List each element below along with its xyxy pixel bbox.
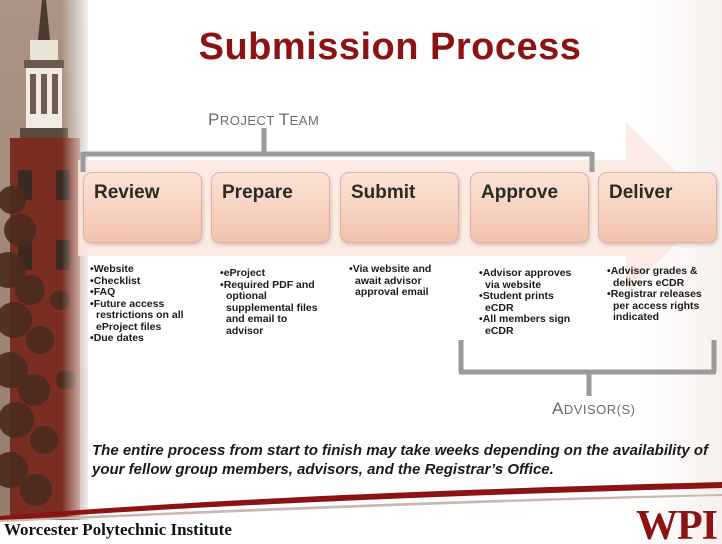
list-item: Registrar releases per access rights ind… [607, 288, 715, 324]
project-team-bracket [80, 128, 595, 172]
list-item: Website [90, 263, 202, 276]
deliver-bullets: Advisor grades & delivers eCDR Registrar… [607, 265, 715, 324]
review-bullets: Website Checklist FAQ Future access rest… [90, 263, 202, 345]
list-item: Advisor approves via website [479, 267, 579, 291]
list-item: All members sign eCDR [479, 313, 579, 337]
list-item: FAQ [90, 286, 202, 299]
team-label-t: T [278, 110, 290, 129]
campus-tower-photo [0, 0, 88, 520]
wpi-logo-text: WPI [636, 504, 718, 544]
list-item: Via website and await advisor approval e… [349, 263, 449, 299]
team-label-p: P [208, 110, 220, 129]
advisor-label-rest: dvisor(s) [563, 402, 636, 417]
advisor-bracket [458, 340, 717, 396]
team-label-roject: roject [219, 113, 279, 128]
list-item: Student prints eCDR [479, 290, 579, 314]
list-item: Checklist [90, 275, 202, 288]
wpi-logo: WPI [630, 504, 722, 544]
list-item: Due dates [90, 332, 202, 345]
advisor-label-a: A [552, 399, 564, 418]
list-item: Future access restrictions on all eProje… [90, 298, 202, 334]
team-label-eam: eam [289, 113, 320, 128]
prepare-bullets: eProject Required PDF and optional suppl… [220, 267, 320, 338]
step-approve-label: Approve [481, 182, 559, 203]
submit-bullets: Via website and await advisor approval e… [349, 263, 449, 299]
slide-title: Submission Process [198, 26, 582, 68]
project-team-label: Project Team [208, 110, 319, 130]
step-review: Review [83, 172, 202, 243]
step-review-label: Review [94, 182, 160, 203]
step-approve: Approve [470, 172, 589, 243]
approve-bullets: Advisor approves via website Student pri… [479, 267, 579, 337]
institute-name: Worcester Polytechnic Institute [4, 520, 232, 539]
timeline-note: The entire process from start to finish … [92, 442, 708, 478]
list-item: eProject [220, 267, 320, 280]
step-deliver: Deliver [598, 172, 717, 243]
step-deliver-label: Deliver [609, 182, 673, 203]
step-submit: Submit [340, 172, 459, 243]
list-item: Required PDF and optional supplemental f… [220, 279, 320, 338]
list-item: Advisor grades & delivers eCDR [607, 265, 715, 289]
step-submit-label: Submit [351, 182, 416, 203]
step-prepare-label: Prepare [222, 182, 293, 203]
step-prepare: Prepare [211, 172, 330, 243]
advisors-label: Advisor(s) [552, 399, 636, 419]
